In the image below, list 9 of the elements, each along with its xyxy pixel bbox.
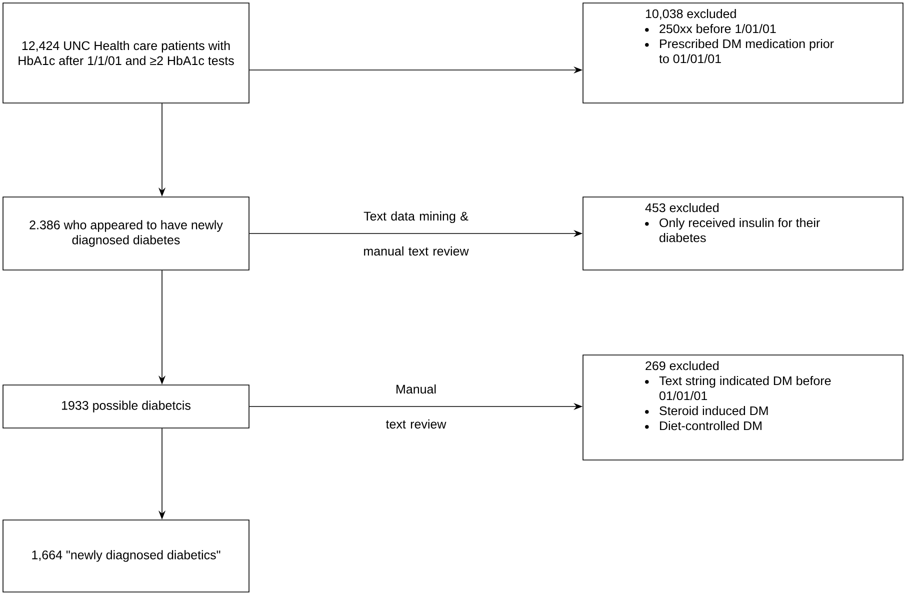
- process-box: 12,424 UNC Health care patients with HbA1c after 1/1/01 and ≥2 HbA1c tests: [2, 2, 250, 104]
- process-box: 2.386 who appeared to have newly diagnosed diabetes: [2, 196, 250, 270]
- edge-label: Text data mining & manual text review: [364, 211, 469, 256]
- process-box: 1933 possible diabetcis: [2, 384, 250, 428]
- exclusion-box: 269 excluded Text string indicated DM before 01/01/01 Steroid induced DM Diet-controlled DM: [582, 354, 904, 460]
- exclusion-box: 10,038 excluded 250xx before 1/01/01 Prescribed DM medication prior to 01/01/01: [582, 2, 904, 104]
- edge-label: Manual text review: [386, 384, 446, 429]
- process-box: 1,664 "newly diagnosed diabetics": [2, 520, 250, 592]
- exclusion-box: 453 excluded Only received insulin for their diabetes: [582, 196, 904, 270]
